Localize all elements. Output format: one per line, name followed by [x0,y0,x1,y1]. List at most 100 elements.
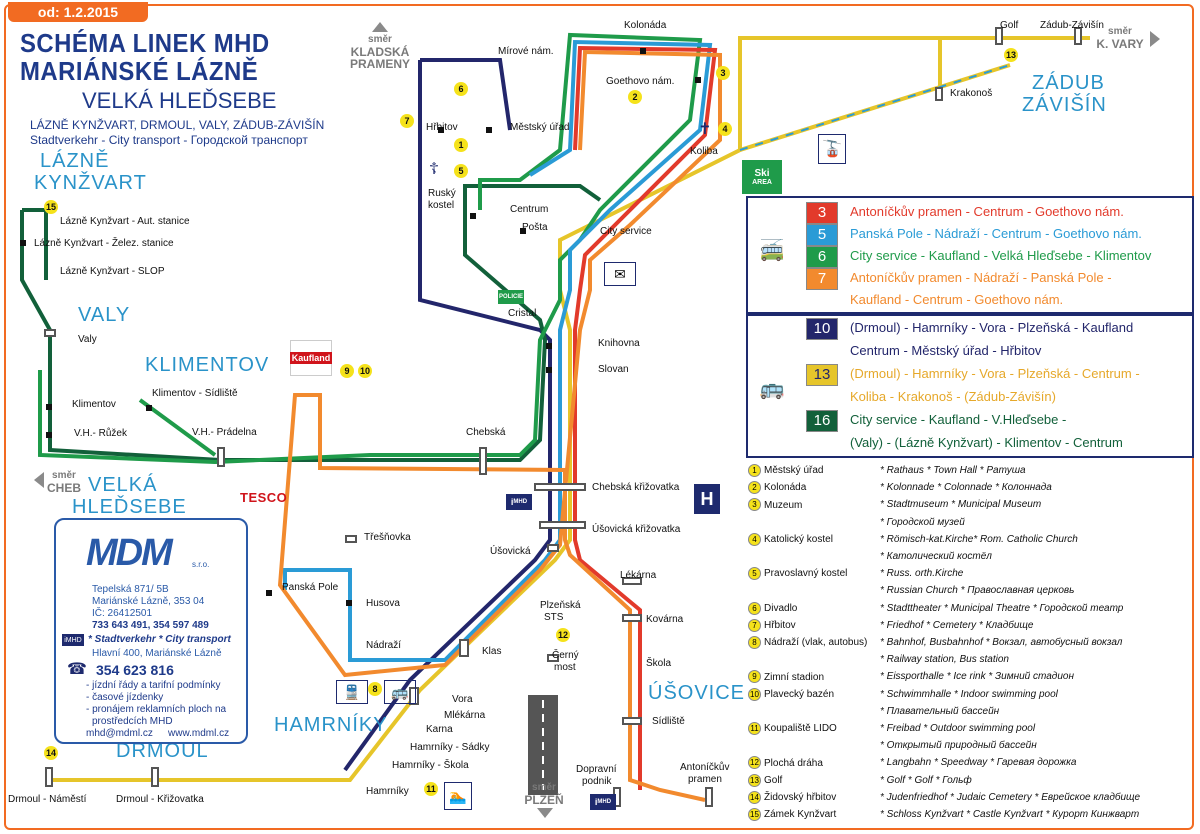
route-description: City service - Kaufland - Velká Hleďsebe… [850,248,1152,263]
poi-description: * Rathaus * Town Hall * Ратуша [880,465,1026,477]
poi-number: 8 [748,636,761,649]
route-number-badge: 16 [806,410,838,432]
poi-marker-15: 15 [44,200,58,214]
stop-lk-zel: Lázně Kynžvart - Želez. stanice [34,238,174,249]
stop-hskola: Hamrníky - Škola [392,760,469,771]
stop-drmoul-kriz: Drmoul - Křižovatka [116,794,204,805]
stop-knihovna: Knihovna [598,338,640,349]
title-line3: VELKÁ HLEĎSEBE [82,88,277,113]
route-number-badge: 5 [806,224,838,246]
stop-klimentov: Klimentov [72,399,116,410]
stop-koliba: Koliba [690,146,718,157]
stop-mestsky: Městský úřad [510,122,570,133]
poi-item: * Городской музей [748,516,1188,530]
poi-marker-7: 7 [400,114,414,128]
route-description: Panská Pole - Nádraží - Centrum - Goetho… [850,226,1142,241]
poi-description: * Friedhof * Cemetery * Кладбище [880,619,1034,631]
mdm-info1: - jízdní řády a tarifní podmínky [86,680,221,691]
poi-description: * Schwimmhalle * Indoor swimming pool [880,688,1058,700]
arrow-plzen [537,808,553,818]
route-number-badge: 6 [806,246,838,268]
stop-sadky: Hamrníky - Sádky [410,742,490,753]
mdm-phone2: 354 623 816 [96,662,174,678]
mdm-phone1: 733 643 491, 354 597 489 [92,620,209,631]
direction-vary: směr K. VARY [1096,26,1144,51]
poi-item: * Открытый природный бассейн [748,739,1188,753]
church-icon-orthodox: ☦ [428,161,440,178]
stop-klim-sidl: Klimentov - Sídliště [152,388,238,399]
poi-description: * Stadttheater * Municipal Theatre * Гор… [880,602,1124,614]
poi-number: 11 [748,722,761,735]
arrow-kladska [372,22,388,32]
validity-date: od: 1.2.2015 [8,2,148,22]
stop-usovicka-kriz: Úšovická křižovatka [592,524,681,535]
line-7 [277,49,722,802]
poi-description: * Bahnhof, Busbahnhof * Вокзал, автобусн… [880,637,1123,649]
poi-number: 2 [748,481,761,495]
trolleybus-route-row: Kaufland - Centrum - Goethovo nám. [748,290,1188,314]
poi-marker-6: 6 [454,82,468,96]
mdm-logo: MDM [86,532,173,574]
poi-name: Židovský hřbitov [764,791,837,803]
route-description: City service - Kaufland - V.Hleďsebe - [850,412,1067,427]
poi-number: 9 [748,670,761,684]
poi-name: Městský úřad [764,465,824,477]
stop-kolonada: Kolonáda [624,20,667,31]
poi-name: Plavecký bazén [764,688,835,700]
stop-hrbitov: Hřbitov [426,122,458,133]
stop-panska: Panská Pole [282,582,339,593]
stop-vora: Vora [452,694,473,705]
poi-name: Plochá dráha [764,757,823,769]
stop-krakonos: Krakonoš [950,88,993,99]
stop-bars [44,27,1082,807]
trolleybus-route-row: 6 City service - Kaufland - Velká Hleďseb… [748,246,1188,270]
bus-route-row: 10(Drmoul) - Hamrníky - Vora - Plzeňská … [748,318,1188,342]
poi-marker-1: 1 [454,138,468,152]
poi-name: Koupaliště LIDO [764,723,837,735]
stop-skola: Škola [646,658,672,669]
route-number-badge: 13 [806,364,838,386]
stop-goethovo: Goethovo nám. [606,76,675,87]
mdm-info4: prostředcích MHD [92,716,173,727]
route-description: (Drmoul) - Hamrníky - Vora - Plzeňská - … [850,366,1140,381]
line-13-zadub [739,63,1011,152]
poi-number: 15 [748,808,761,821]
trolleybus-route-row: 5 Panská Pole - Nádraží - Centrum - Goeth… [748,224,1188,248]
poi-number: 7 [748,618,761,632]
subtitle-languages: Stadtverkehr - City transport - Городско… [30,133,308,147]
phone-icon: ☎ [67,661,87,678]
mdm-email[interactable]: mhd@mdml.cz [86,728,153,739]
stop-kostel: kostel [428,200,455,211]
kaufland-logo: Kaufland [289,340,333,376]
poi-number: 1 [748,464,761,477]
bus-route-row: (Valy) - (Lázně Kynžvart) - Klimentov - … [748,433,1188,457]
district-lazne: LÁZNĚ [40,150,110,172]
subtitle-areas: LÁZNĚ KYNŽVART, DRMOUL, VALY, ZÁDUB-ZÁVI… [30,118,325,132]
poi-item: * Католический костёл [748,550,1188,564]
poi-number: 4 [748,532,761,546]
poi-name: Pravoslavný kostel [764,568,848,580]
stop-drmoul-namesti: Drmoul - Náměstí [8,794,87,805]
stop-mirove: Mírové nám. [498,46,554,57]
bus-icon: 🚌 [759,377,785,400]
poi-number: 10 [748,687,761,701]
district-valy: VALY [78,304,131,326]
stop-plzenska: Plzeňská [540,600,581,611]
route-description: (Drmoul) - Hamrníky - Vora - Plzeňská - … [850,320,1134,335]
district-klimentov: KLIMENTOV [145,354,270,376]
mdm-web[interactable]: www.mdml.cz [168,728,230,739]
stop-kovarna: Kovárna [646,614,684,625]
poi-description: * Плавательный бассейн [880,705,1000,717]
poi-number: 3 [748,498,761,512]
poi-marker-4: 4 [718,122,732,136]
